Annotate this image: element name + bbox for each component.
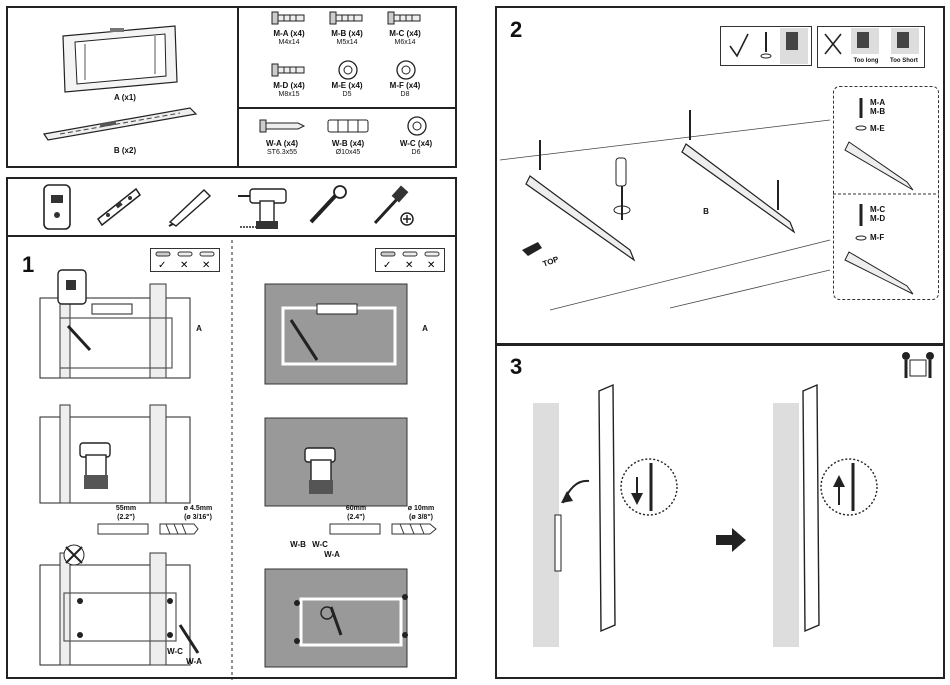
- concrete-wall-fasten-illustration: [265, 565, 435, 670]
- bracket-b-illustration: [40, 104, 200, 144]
- step1-divider: [231, 240, 233, 680]
- screw-size: M5x14: [320, 39, 374, 47]
- phillips-screwdriver-icon: [369, 183, 419, 231]
- bracket-a-illustration: [55, 24, 185, 94]
- level-icon: [94, 185, 144, 227]
- wood-screw-icon: [258, 116, 308, 136]
- screw-name: M-F (x4): [378, 82, 432, 91]
- step3-number: 3: [510, 354, 522, 380]
- screw-name: M-A (x4): [262, 30, 316, 39]
- wall-anchor-name: W-C (x4): [388, 140, 444, 149]
- screw-name: M-B (x4): [320, 30, 374, 39]
- step3-secure-tv-illustration: [773, 385, 913, 650]
- screw-icon: [270, 60, 310, 80]
- concrete-wb-label: W-B: [286, 541, 310, 550]
- inset1-label-me: M-E: [870, 125, 900, 134]
- concrete-wa-label: W-A: [320, 551, 344, 560]
- wood-wa-label: W-A: [182, 658, 206, 667]
- screw-icon: [328, 8, 368, 28]
- step1-label-a-wood: A: [192, 325, 206, 334]
- concrete-wall-mark-illustration: [265, 280, 407, 385]
- concrete-drill-size: ø 10mm: [396, 505, 446, 513]
- svg-text:✕: ✕: [427, 260, 435, 271]
- concrete-depth-measure-inch: (2.4"): [336, 514, 376, 522]
- step2-inset-frame: [833, 86, 939, 300]
- right-arrow-icon: [716, 528, 746, 552]
- step2-number: 2: [510, 17, 522, 43]
- screw-length-correct-indicator: [720, 26, 812, 66]
- wall-anchor-size: ST6.3x55: [254, 149, 310, 157]
- wood-wall-drill-illustration: [40, 395, 190, 505]
- step2-label-b: B: [700, 208, 712, 217]
- pencil-icon: [166, 186, 212, 226]
- too-short-label: Too Short: [884, 58, 924, 65]
- inset2-label-mf: M-F: [870, 234, 900, 243]
- bracket-b-label: B (x2): [95, 147, 155, 156]
- wall-anchor-size: Ø10x45: [320, 149, 376, 157]
- wall-anchor-name: W-B (x4): [320, 140, 376, 149]
- washer-icon: [386, 60, 426, 80]
- step3-hang-tv-illustration: [533, 385, 673, 650]
- svg-text:✓: ✓: [383, 260, 391, 271]
- screw-size: M6x14: [378, 39, 432, 47]
- concrete-wall-drill-illustration: [265, 412, 407, 508]
- step1-label-a-concrete: A: [418, 325, 432, 334]
- screw-name: M-D (x4): [262, 82, 316, 91]
- screw-size: D8: [378, 91, 432, 99]
- svg-text:✕: ✕: [202, 260, 210, 271]
- wood-wall-mark-illustration: [40, 268, 190, 383]
- wood-drill-size: ø 4.5mm: [168, 505, 228, 513]
- screw-size: M8x15: [262, 91, 316, 99]
- step1-number: 1: [22, 252, 34, 278]
- wood-depth-measure: 55mm: [106, 505, 146, 513]
- concrete-depth-measure: 60mm: [336, 505, 376, 513]
- wall-plug-icon: [324, 116, 374, 136]
- inset2-label-md: M-D: [870, 215, 900, 224]
- wall-anchor-size: D6: [388, 149, 444, 157]
- stud-finder-icon: [42, 183, 72, 231]
- screw-size: M4x14: [262, 39, 316, 47]
- two-person-lift-icon: [898, 350, 938, 386]
- screw-icon: [386, 8, 426, 28]
- concrete-drill-size-inch: (ø 3/8"): [396, 514, 446, 522]
- wrench-icon: [305, 184, 349, 228]
- wall-type-concrete-indicator: ✓ ✕ ✕: [375, 248, 445, 272]
- screw-name: M-E (x4): [320, 82, 374, 91]
- screw-name: M-C (x4): [378, 30, 432, 39]
- too-long-label: Too long: [846, 58, 886, 65]
- svg-text:✕: ✕: [405, 260, 413, 271]
- concrete-wc-label: W-C: [308, 541, 332, 550]
- washer-icon: [328, 60, 368, 80]
- inset1-label-mb: M-B: [870, 108, 900, 117]
- screw-icon: [270, 8, 310, 28]
- wood-wc-label: W-C: [163, 648, 187, 657]
- bracket-a-label: A (x1): [95, 94, 155, 103]
- wall-anchor-name: W-A (x4): [254, 140, 310, 149]
- wood-drill-size-inch: (ø 3/16"): [168, 514, 228, 522]
- wood-depth-measure-inch: (2.2"): [106, 514, 146, 522]
- drill-icon: [236, 181, 292, 233]
- step2-bracket-attach-illustration: [500, 80, 840, 330]
- washer-icon: [392, 116, 442, 136]
- screw-size: D5: [320, 91, 374, 99]
